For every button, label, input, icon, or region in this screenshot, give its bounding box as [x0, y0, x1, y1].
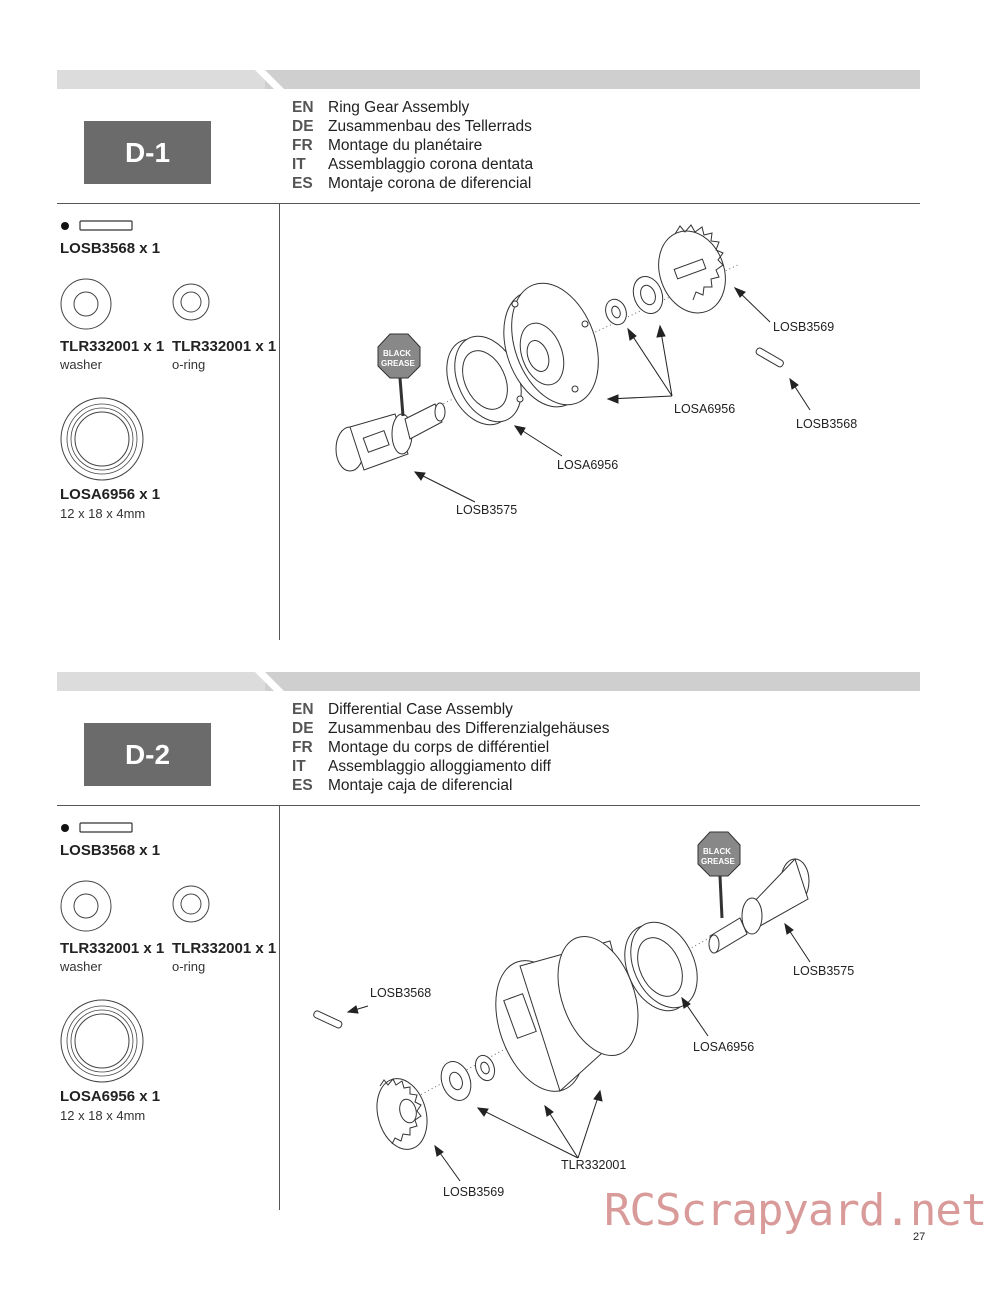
- bearing-icon: [60, 999, 144, 1083]
- outdrive-cup-drawing: [335, 402, 446, 472]
- pin-icon: [61, 822, 133, 833]
- watermark: RCScrapyard.net: [604, 1185, 987, 1236]
- column-divider: [279, 203, 280, 640]
- part-losb3568: LOSB3568 x 1: [60, 240, 161, 257]
- outdrive-cup-drawing: [708, 858, 810, 954]
- column-divider: [279, 805, 280, 1210]
- section-divider: [57, 203, 920, 204]
- step-number: D-1: [124, 136, 171, 168]
- bearing-drawing: [624, 921, 698, 1012]
- exploded-diagram: BLACK GREASE: [335, 224, 811, 503]
- callout-losb3569: LOSB3569: [773, 320, 835, 334]
- grease-label-line1: BLACK: [383, 349, 411, 358]
- part-o-ring-title: TLR332001 x 1: [172, 940, 277, 957]
- part-bearing-subtitle: 12 x 18 x 4mm: [60, 1108, 146, 1123]
- bearing-icon: [60, 397, 144, 481]
- diff-case-drawing: [503, 282, 599, 408]
- step-number-box: D-1: [84, 121, 211, 184]
- callout-losb3575: LOSB3575: [793, 964, 855, 978]
- part-o-ring-title: TLR332001 x 1: [172, 338, 277, 355]
- pin-drawing: [755, 347, 784, 368]
- header-band-notch: [255, 70, 284, 89]
- step-number-box: D-2: [84, 723, 211, 786]
- page-number: 27: [913, 1231, 926, 1243]
- part-washer-subtitle: washer: [60, 959, 102, 974]
- pin-drawing: [313, 1010, 343, 1029]
- callout-tlr332001: TLR332001: [561, 1158, 627, 1172]
- callout-losb3568: LOSB3568: [370, 986, 432, 1000]
- callout-losb3575: LOSB3575: [456, 503, 518, 517]
- pin-icon: [61, 220, 133, 231]
- grease-label-line2: GREASE: [381, 359, 415, 368]
- exploded-diagram: BLACK GREASE: [313, 831, 811, 1182]
- black-grease-icon: [697, 831, 741, 919]
- callout-losa6956: LOSA6956: [693, 1040, 755, 1054]
- washer-icon: [60, 880, 112, 932]
- grease-label-line1: BLACK: [703, 847, 731, 856]
- o-ring-icon: [172, 283, 210, 321]
- header-band-left: [57, 672, 265, 691]
- part-o-ring-subtitle: o-ring: [172, 357, 206, 372]
- section-divider: [57, 805, 920, 806]
- black-grease-icon: [377, 333, 421, 417]
- o-ring-icon: [172, 885, 210, 923]
- part-bearing-title: LOSA6956 x 1: [60, 486, 161, 503]
- bearing-drawing: [446, 335, 522, 426]
- part-washer-subtitle: washer: [60, 357, 102, 372]
- header-band-left: [57, 70, 265, 89]
- callout-losb3569: LOSB3569: [443, 1185, 505, 1199]
- callout-losb3568: LOSB3568: [796, 417, 858, 431]
- part-losb3568: LOSB3568 x 1: [60, 842, 161, 859]
- part-bearing-subtitle: 12 x 18 x 4mm: [60, 506, 146, 521]
- part-o-ring-subtitle: o-ring: [172, 959, 206, 974]
- header-band-notch: [255, 672, 284, 691]
- diff-case-drawing: [495, 935, 639, 1092]
- ring-gear-drawing: [658, 224, 726, 314]
- bevel-gear-drawing: [376, 1078, 428, 1150]
- grease-label-line2: GREASE: [701, 857, 735, 866]
- washer-icon: [60, 278, 112, 330]
- header-band-right: [265, 70, 920, 89]
- callout-losa6956-b: LOSA6956: [557, 458, 619, 472]
- callout-losa6956-a: LOSA6956: [674, 402, 736, 416]
- part-washer-title: TLR332001 x 1: [60, 940, 165, 957]
- part-bearing-title: LOSA6956 x 1: [60, 1088, 161, 1105]
- header-band-right: [265, 672, 920, 691]
- step-number: D-2: [124, 738, 171, 770]
- part-washer-title: TLR332001 x 1: [60, 338, 165, 355]
